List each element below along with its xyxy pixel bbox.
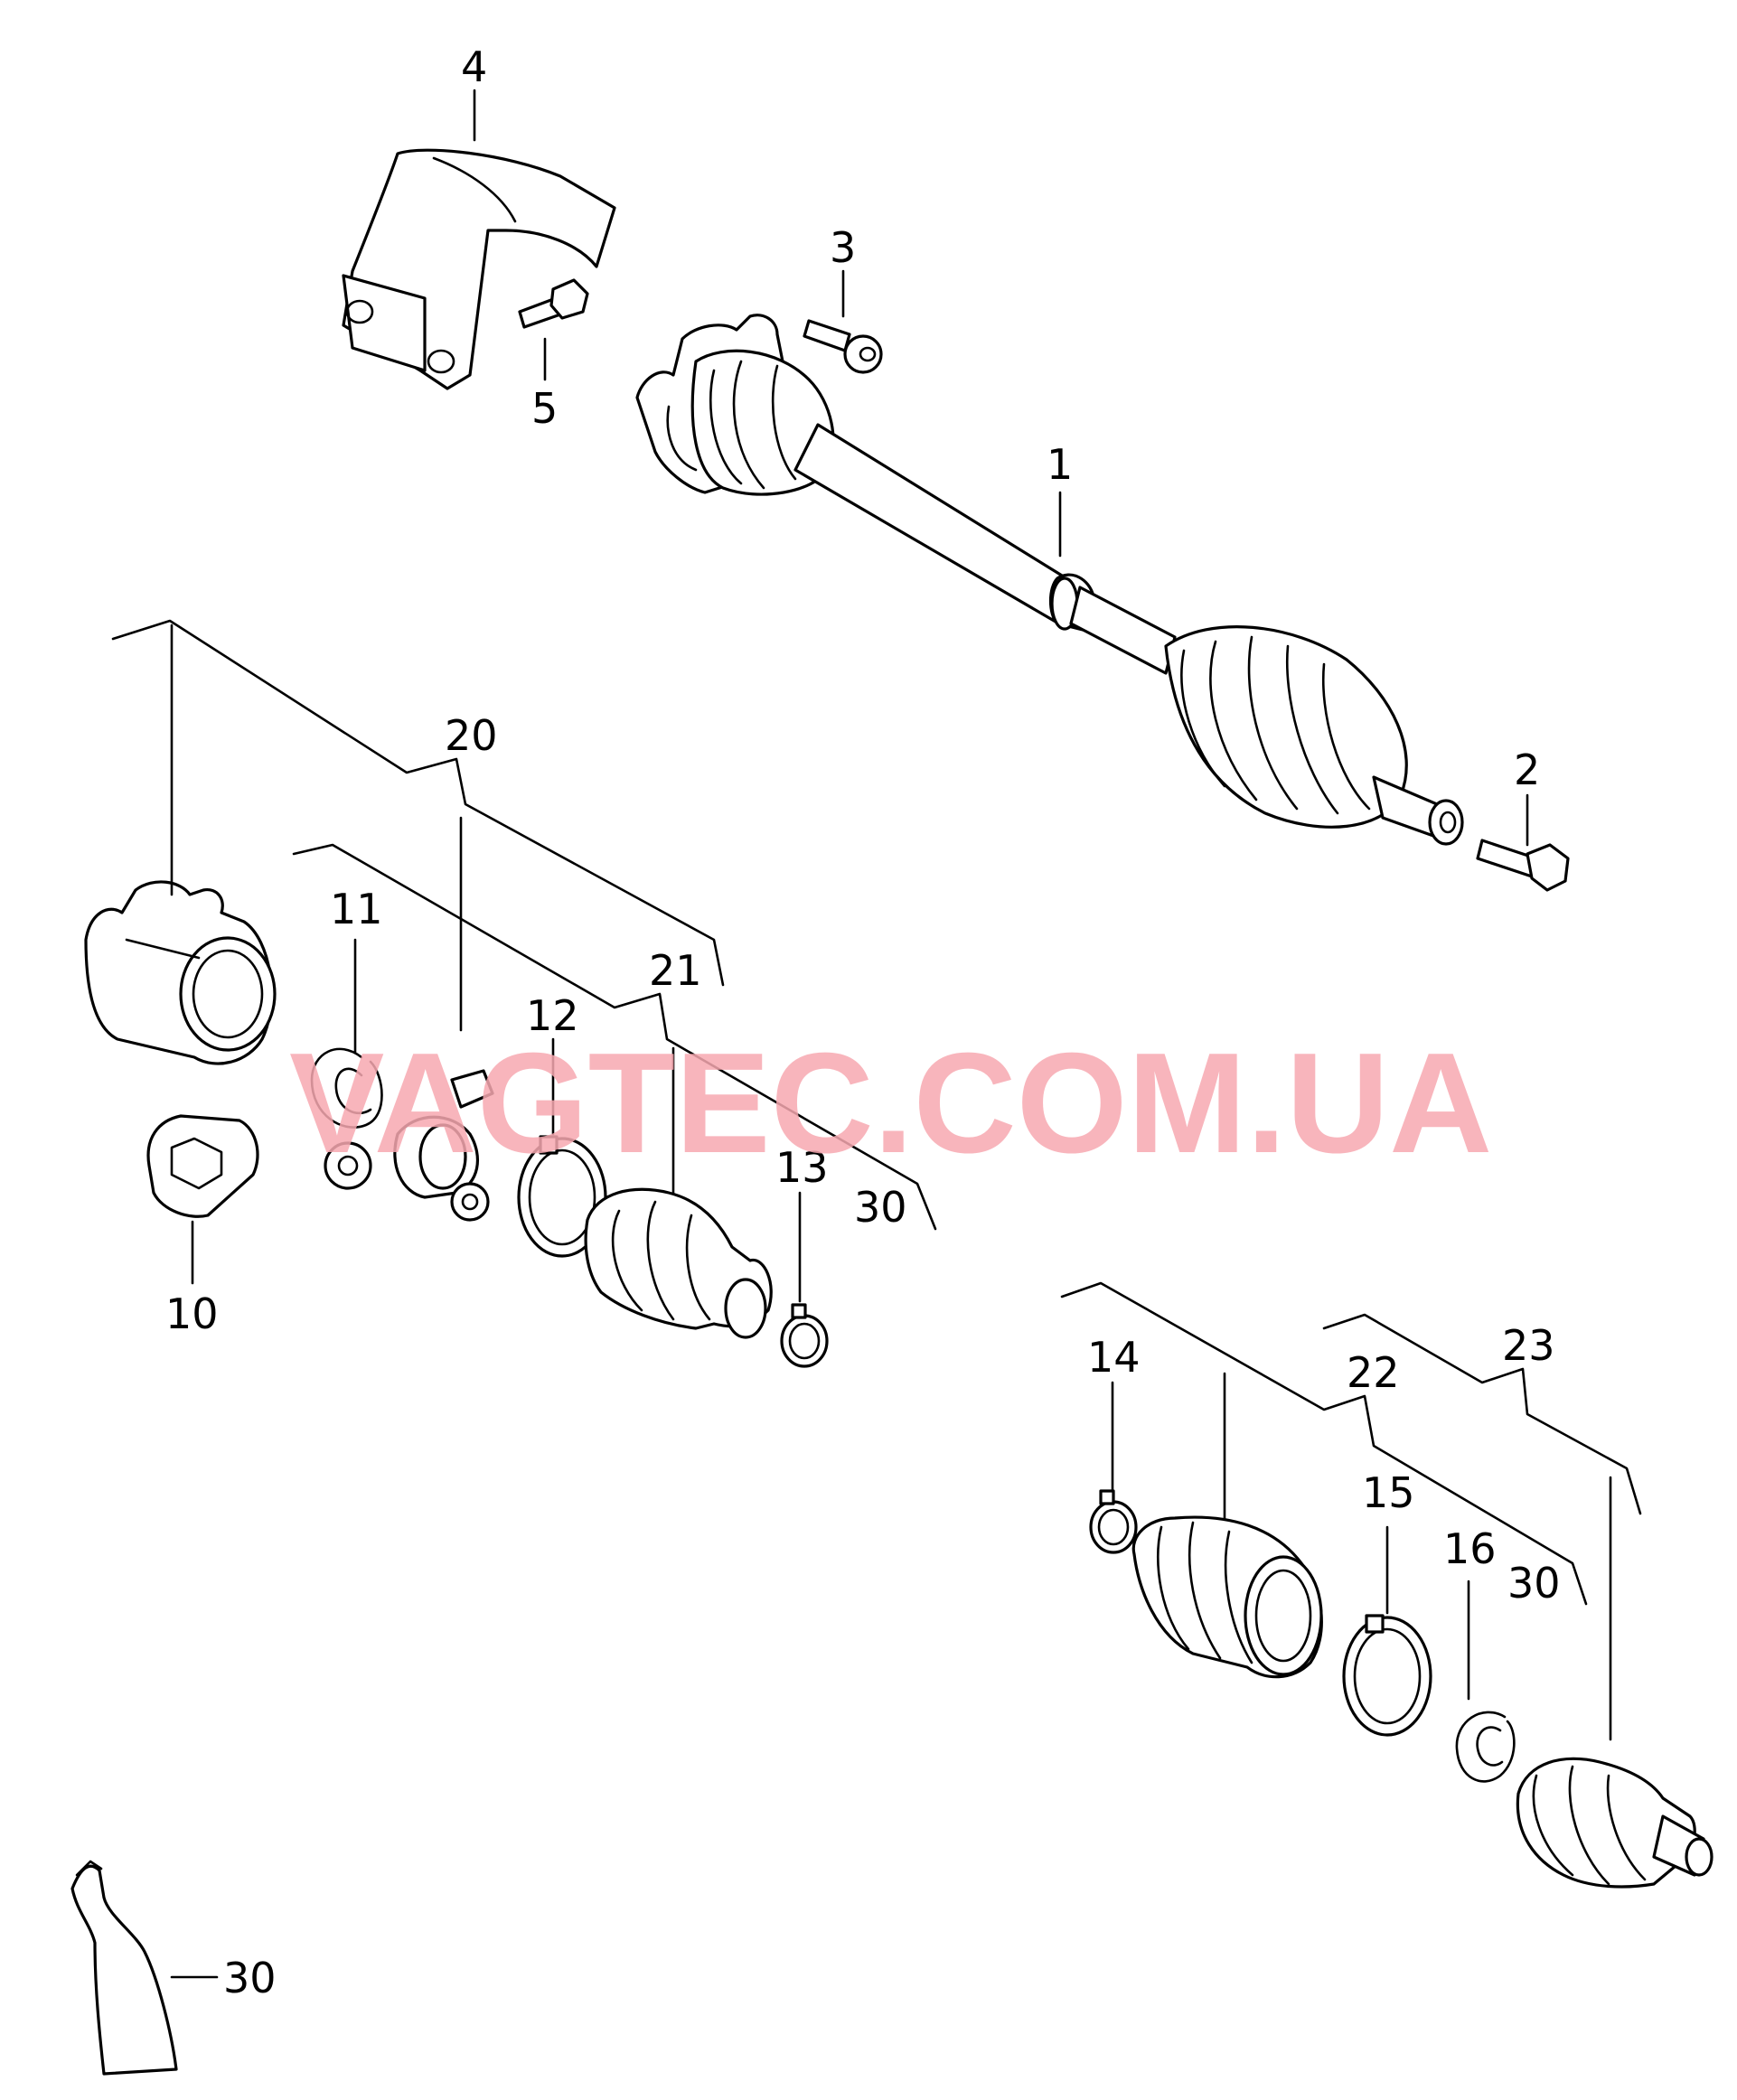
callout-labels: 4 3 5 1 2 20 11 21 12 13 30 10 23 14 22 … xyxy=(165,42,1561,2002)
leader-lines xyxy=(111,89,1642,1979)
clamp-15-part xyxy=(1342,1614,1432,1737)
heat-shield-part xyxy=(342,148,616,390)
callout-30-upper: 30 xyxy=(854,1183,907,1232)
callout-2: 2 xyxy=(1514,745,1540,794)
callout-20: 20 xyxy=(445,711,498,760)
callout-5: 5 xyxy=(531,384,558,433)
callout-15: 15 xyxy=(1362,1468,1415,1517)
boot-21-part xyxy=(584,1187,773,1339)
circlip-11-part xyxy=(310,1047,383,1129)
cv-joint-housing-part xyxy=(84,880,277,1065)
callout-30-tube: 30 xyxy=(223,1954,277,2002)
drive-shaft-part xyxy=(635,314,1464,846)
callout-12: 12 xyxy=(526,991,579,1040)
ball-cage-part xyxy=(146,1114,259,1218)
callout-21: 21 xyxy=(649,946,702,995)
callout-30-right: 30 xyxy=(1507,1559,1561,1608)
clamp-13-part xyxy=(780,1303,829,1368)
callout-16: 16 xyxy=(1443,1524,1497,1573)
callout-13: 13 xyxy=(775,1143,829,1192)
bolt-5-part xyxy=(518,278,589,329)
callout-23: 23 xyxy=(1502,1321,1555,1370)
callout-10: 10 xyxy=(165,1289,219,1338)
tripod-spider-part xyxy=(324,1069,494,1222)
callout-1: 1 xyxy=(1047,440,1073,489)
callout-3: 3 xyxy=(830,223,856,272)
callout-22: 22 xyxy=(1347,1348,1400,1397)
boot-22-part xyxy=(1131,1515,1323,1679)
outer-cv-joint-part xyxy=(1516,1757,1714,1889)
callout-4: 4 xyxy=(461,42,487,91)
grease-tube-part xyxy=(70,1860,178,2076)
screw-3-part xyxy=(803,319,883,374)
callout-14: 14 xyxy=(1087,1333,1141,1382)
clamp-14-part xyxy=(1089,1489,1138,1554)
circlip-16-part xyxy=(1455,1711,1516,1783)
watermark-text: VAGTEC.COM.UA xyxy=(289,1024,1492,1183)
callout-11: 11 xyxy=(330,885,383,933)
bolt-2-part xyxy=(1476,839,1570,892)
